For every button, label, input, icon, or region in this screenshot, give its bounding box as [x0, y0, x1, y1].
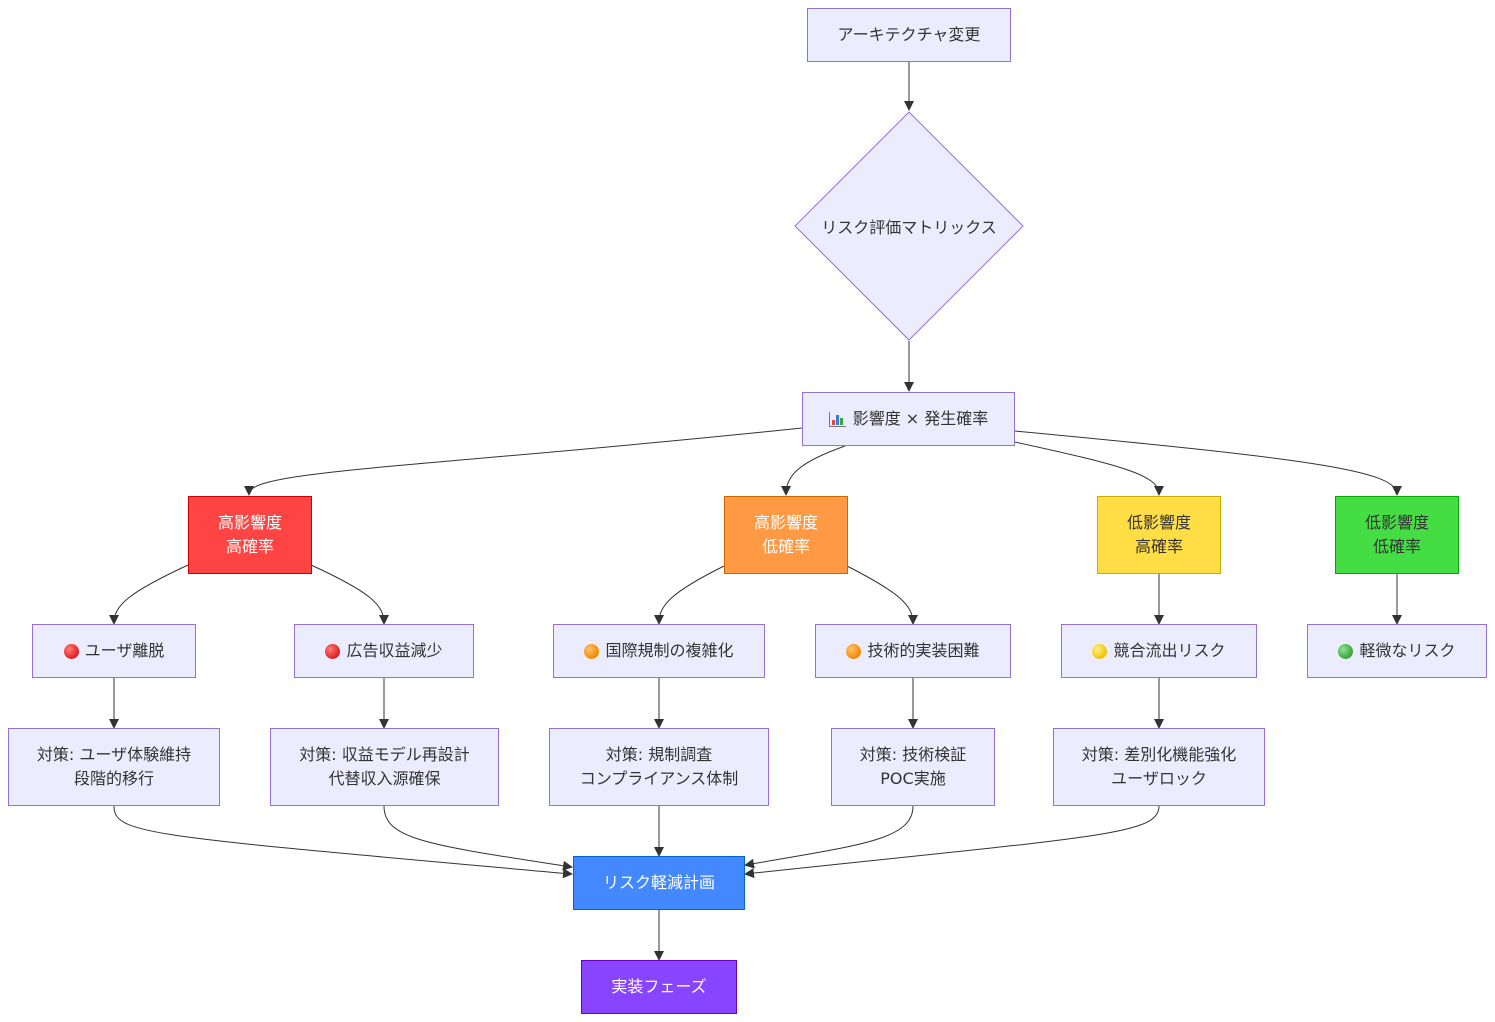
node-ad-revenue-decline: 広告収益減少 — [294, 624, 474, 678]
node-label: 対策: 規制調査 コンプライアンス体制 — [579, 745, 739, 788]
node-countermeasure-tech: 対策: 技術検証 POC実施 — [831, 728, 995, 806]
node-label: 国際規制の複雑化 — [605, 641, 734, 660]
node-implementation-phase: 実装フェーズ — [581, 960, 737, 1014]
node-label: 技術的実装困難 — [867, 641, 980, 660]
node-high-impact-high-prob: 高影響度 高確率 — [188, 496, 312, 574]
node-low-impact-low-prob: 低影響度 低確率 — [1335, 496, 1459, 574]
node-label: 対策: 収益モデル再設計 代替収入源確保 — [299, 745, 470, 788]
bar-chart-icon — [828, 411, 846, 427]
node-countermeasure-revenue: 対策: 収益モデル再設計 代替収入源確保 — [270, 728, 499, 806]
node-architecture-change: アーキテクチャ変更 — [807, 8, 1011, 62]
node-label: ユーザ離脱 — [84, 641, 165, 660]
node-label: 影響度 × 発生確率 — [852, 409, 989, 428]
edge-highhigh-to-adrev — [310, 564, 389, 625]
node-label: リスク軽減計画 — [602, 873, 715, 892]
edge-impact-to-lowlow — [1014, 430, 1402, 496]
red-circle-icon — [325, 643, 341, 659]
green-circle-icon — [1338, 643, 1354, 659]
node-label: アーキテクチャ変更 — [837, 25, 981, 44]
orange-circle-icon — [846, 643, 862, 659]
node-label: 実装フェーズ — [611, 977, 707, 996]
node-label: 競合流出リスク — [1113, 641, 1226, 660]
node-label: 対策: 差別化機能強化 ユーザロック — [1081, 745, 1237, 788]
edge-impact-to-lowhigh — [1014, 441, 1164, 496]
node-countermeasure-user: 対策: ユーザ体験維持 段階的移行 — [8, 728, 220, 806]
node-impact-probability: 影響度 × 発生確率 — [802, 392, 1015, 446]
node-countermeasure-regulation: 対策: 規制調査 コンプライアンス体制 — [549, 728, 769, 806]
node-label: 低影響度 低確率 — [1364, 513, 1429, 556]
yellow-circle-icon — [1092, 643, 1108, 659]
edge-cmtech-to-mitigation — [744, 805, 914, 869]
edge-impact-to-highlow — [781, 445, 846, 496]
node-label: 高影響度 低確率 — [753, 513, 818, 556]
node-tech-difficulty: 技術的実装困難 — [815, 624, 1011, 678]
edge-cmcomp-to-mitigation — [744, 805, 1160, 879]
edge-cmrev-to-mitigation — [383, 805, 573, 871]
edge-impact-to-highhigh — [244, 427, 803, 496]
node-label: 高影響度 高確率 — [217, 513, 282, 556]
node-risk-matrix-decision: リスク評価マトリックス — [794, 111, 1024, 341]
node-countermeasure-competitor: 対策: 差別化機能強化 ユーザロック — [1053, 728, 1265, 806]
node-label: 広告収益減少 — [346, 641, 443, 660]
node-label: 低影響度 高確率 — [1126, 513, 1191, 556]
node-high-impact-low-prob: 高影響度 低確率 — [724, 496, 848, 574]
edge-highlow-to-tech — [846, 565, 918, 625]
node-risk-mitigation-plan: リスク軽減計画 — [573, 856, 745, 910]
node-user-churn: ユーザ離脱 — [32, 624, 196, 678]
red-circle-icon — [63, 643, 79, 659]
edge-highlow-to-reg — [654, 565, 725, 625]
node-competitor-risk: 競合流出リスク — [1061, 624, 1257, 678]
node-low-impact-high-prob: 低影響度 高確率 — [1097, 496, 1221, 574]
edge-cmuser-to-mitigation — [113, 805, 573, 879]
node-label: リスク評価マトリックス — [821, 218, 997, 237]
node-label: 対策: ユーザ体験維持 段階的移行 — [36, 745, 192, 788]
edge-highhigh-to-churn — [109, 564, 189, 625]
node-intl-regulation: 国際規制の複雑化 — [553, 624, 765, 678]
node-minor-risk: 軽微なリスク — [1307, 624, 1487, 678]
node-label: 対策: 技術検証 POC実施 — [859, 745, 967, 788]
decision-diamond — [794, 111, 1024, 341]
orange-circle-icon — [584, 643, 600, 659]
node-label: 軽微なリスク — [1359, 641, 1456, 660]
